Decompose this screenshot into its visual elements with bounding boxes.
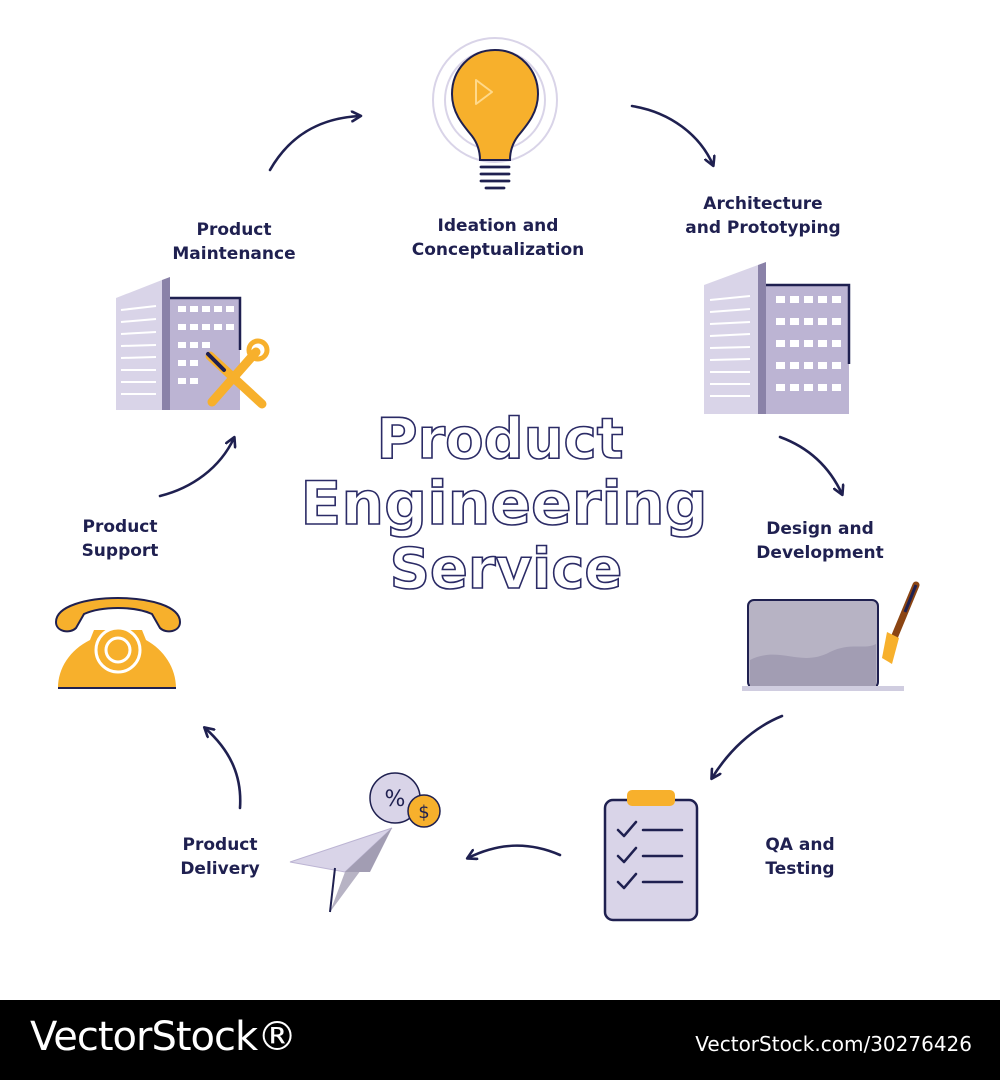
laptop-brush-icon xyxy=(742,581,920,691)
wrench-screwdriver-icon xyxy=(205,338,270,409)
arrow-ideation-to-architecture xyxy=(630,104,713,165)
dollar-sign: $ xyxy=(418,802,429,823)
step-label-ideation: Ideation and Conceptualization xyxy=(411,216,585,260)
arrow-qa-to-delivery xyxy=(468,844,562,858)
step-label-delivery: Product Delivery xyxy=(180,835,260,879)
step-label-architecture: Architecture and Prototyping xyxy=(685,194,841,238)
arrow-design-to-qa xyxy=(712,714,784,778)
arrow-architecture-to-design xyxy=(778,435,842,494)
diagram-canvas: Product Engineering Service xyxy=(54,37,920,922)
percent-sign: % xyxy=(385,787,406,812)
watermark-bar: VectorStock® VectorStock.com/30276426 xyxy=(0,1000,1000,1080)
title-line-3: Service xyxy=(390,537,623,602)
cycle-arrows xyxy=(158,104,842,858)
watermark-brand: VectorStock® xyxy=(30,1014,297,1060)
paper-plane-icon: % $ xyxy=(289,772,441,913)
step-label-qa: QA and Testing xyxy=(765,835,835,879)
clipboard-checklist-icon xyxy=(603,790,699,922)
cycle-diagram: Product Engineering Service xyxy=(54,37,920,922)
arrow-delivery-to-support xyxy=(205,728,242,810)
title-line-2: Engineering xyxy=(300,469,707,539)
step-label-design: Design and Development xyxy=(756,519,884,563)
step-label-support: Product Support xyxy=(81,517,159,561)
lightbulb-icon xyxy=(432,37,558,190)
building-tools-icon xyxy=(116,277,270,410)
watermark-url: VectorStock.com/30276426 xyxy=(695,1032,972,1056)
title-line-1: Product xyxy=(376,407,623,472)
arrow-maintenance-to-ideation xyxy=(268,116,360,172)
building-icon xyxy=(704,262,851,414)
diagram-title: Product Engineering Service xyxy=(300,406,709,603)
telephone-icon xyxy=(54,597,182,689)
step-label-maintenance: Product Maintenance xyxy=(172,220,296,264)
arrow-support-to-maintenance xyxy=(158,438,234,498)
